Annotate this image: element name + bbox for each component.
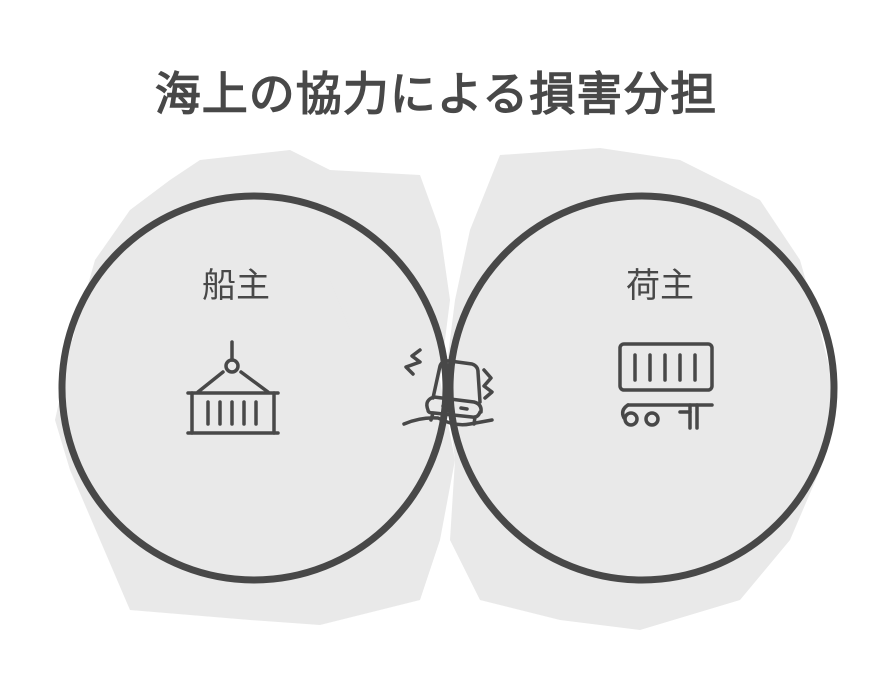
crane-container-icon xyxy=(186,340,280,435)
container-trailer-icon xyxy=(618,342,714,430)
diagram-title: 海上の協力による損害分担 xyxy=(154,67,718,121)
right-circle xyxy=(446,192,838,584)
left-circle xyxy=(58,192,450,584)
car-skidding-icon xyxy=(402,348,494,427)
right-set-label: 荷主 xyxy=(626,266,694,306)
left-set-label: 船主 xyxy=(202,266,270,306)
left-circle-fill xyxy=(55,150,455,625)
